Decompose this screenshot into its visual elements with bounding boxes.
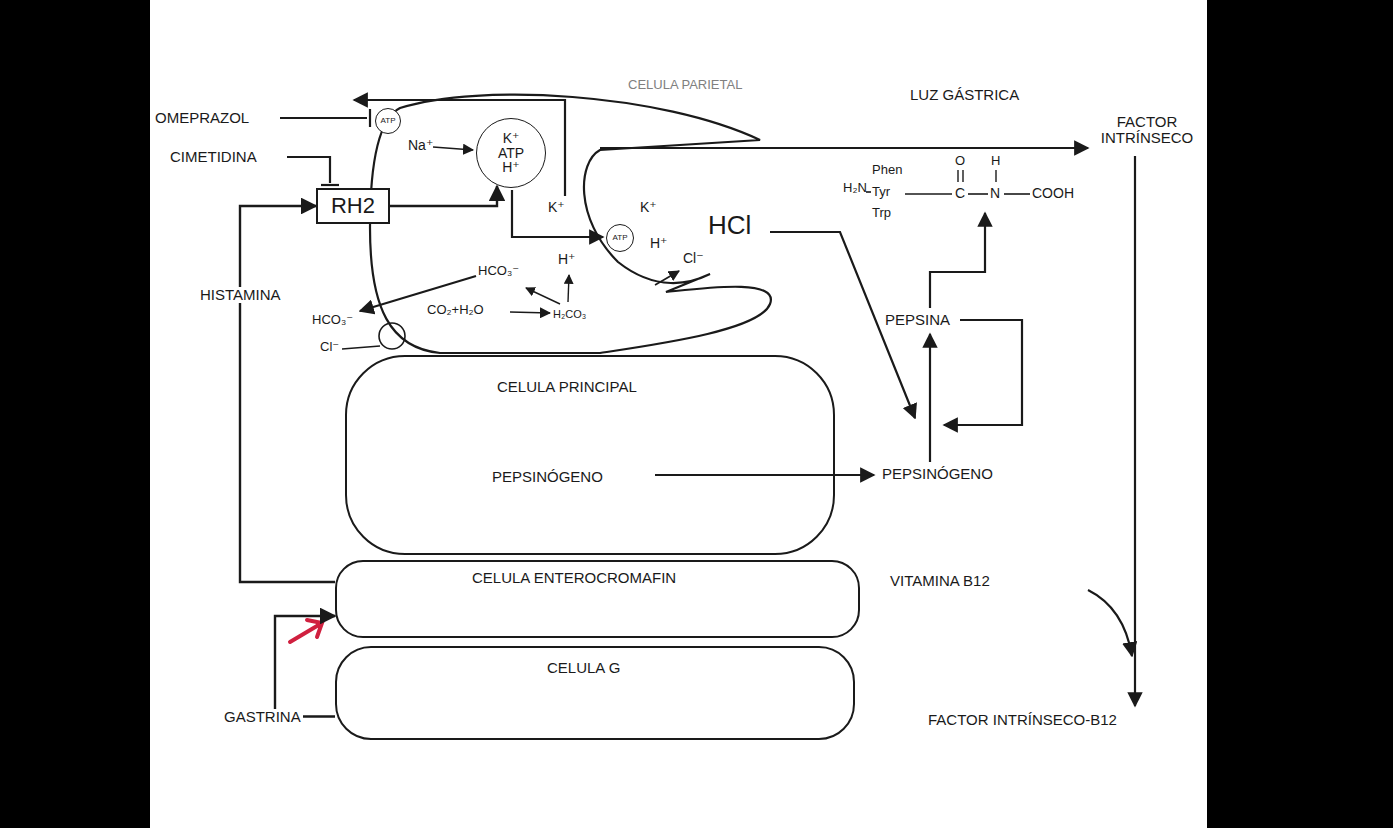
annotation-label: Trp bbox=[872, 206, 891, 220]
node-text: H⁺ bbox=[502, 160, 520, 175]
ion-arrow bbox=[568, 275, 569, 302]
annotation-label: HCO₃⁻ bbox=[478, 264, 519, 278]
red-mark bbox=[290, 620, 322, 642]
annotation-label: C bbox=[955, 186, 965, 201]
flow-arrow bbox=[512, 190, 603, 237]
annotation-label: LUZ GÁSTRICA bbox=[910, 87, 1019, 103]
connector bbox=[275, 616, 335, 717]
flow-arrow bbox=[1134, 156, 1136, 706]
annotation-label: CIMETIDINA bbox=[170, 149, 257, 165]
enterochromaffin-cell: CELULA ENTEROCROMAFIN bbox=[335, 560, 860, 638]
annotation-label: Tyr bbox=[872, 185, 890, 199]
annotation-label: Cl⁻ bbox=[683, 251, 704, 266]
annotation-label: COOH bbox=[1032, 186, 1074, 201]
annotation-label: PEPSINÓGENO bbox=[882, 466, 993, 482]
bond-line bbox=[957, 170, 958, 182]
flow-arrow bbox=[655, 474, 874, 476]
annotation-label: Phen bbox=[872, 163, 902, 177]
edge-label: HISTAMINA bbox=[198, 287, 283, 303]
pump-circle: ATP bbox=[375, 108, 401, 134]
annotation-label: FACTOR INTRÍNSECO-B12 bbox=[928, 712, 1117, 728]
annotation-label: VITAMINA B12 bbox=[890, 573, 990, 589]
side-bar bbox=[1207, 0, 1393, 828]
inhibit-bar bbox=[321, 184, 339, 186]
bond-line bbox=[968, 193, 988, 195]
annotation-label: K⁺ bbox=[640, 200, 657, 215]
annotation-label: Na⁺ bbox=[408, 138, 433, 153]
node-text: CELULA PRINCIPAL bbox=[497, 379, 637, 395]
inhibit-line bbox=[280, 117, 367, 119]
node-text: PEPSINÓGENO bbox=[492, 469, 603, 485]
pump-circle: ATP bbox=[606, 224, 634, 252]
ion-arrow bbox=[433, 147, 473, 150]
feedback-arrow bbox=[944, 320, 1022, 425]
annotation-label: H bbox=[991, 154, 1000, 168]
inhibit-bar bbox=[369, 109, 371, 127]
annotation-label: H⁺ bbox=[650, 236, 668, 251]
node-text: ATP bbox=[613, 234, 628, 242]
flow-arrow bbox=[354, 100, 565, 196]
annotation-label: N bbox=[990, 186, 1000, 201]
bond-line bbox=[995, 170, 996, 182]
node-text: CELULA G bbox=[547, 660, 620, 676]
chief-cell: CELULA PRINCIPAL PEPSINÓGENO bbox=[345, 355, 835, 555]
connector bbox=[390, 186, 497, 206]
cell-membrane bbox=[370, 95, 771, 353]
node-text: RH2 bbox=[331, 194, 375, 217]
pump-circle: K⁺ATPH⁺ bbox=[476, 118, 546, 188]
flow-arrow bbox=[1088, 590, 1132, 656]
annotation-label: H₂N bbox=[843, 181, 867, 195]
node-text: ATP bbox=[498, 146, 524, 161]
annotation-label: Cl⁻ bbox=[320, 340, 339, 354]
node-text: CELULA PARIETAL bbox=[628, 78, 742, 92]
flow-arrow bbox=[929, 334, 931, 462]
g-cell: CELULA G bbox=[335, 646, 855, 740]
ion-arrow bbox=[510, 312, 550, 313]
ion-arrow bbox=[526, 288, 560, 304]
annotation-label: H⁺ bbox=[558, 252, 576, 267]
node-text: CELULA ENTEROCROMAFIN bbox=[472, 570, 676, 586]
bond-line bbox=[905, 193, 952, 195]
annotation-label: H₂CO₃ bbox=[553, 309, 586, 321]
annotation-label: PEPSINA bbox=[885, 312, 950, 328]
receptor-box: RH2 bbox=[316, 188, 390, 224]
annotation-label: HCO₃⁻ bbox=[312, 313, 353, 327]
node-text: K⁺ bbox=[503, 131, 520, 146]
flow-arrow bbox=[600, 147, 1088, 149]
bond-line bbox=[1004, 193, 1030, 195]
inhibit-line bbox=[287, 157, 330, 183]
annotation-label: K⁺ bbox=[548, 200, 565, 215]
side-bar bbox=[0, 0, 150, 828]
connector bbox=[240, 206, 335, 582]
node-text: ATP bbox=[381, 117, 396, 125]
bond-line bbox=[962, 170, 963, 182]
ion-line bbox=[342, 346, 380, 349]
annotation-label: OMEPRAZOL bbox=[155, 110, 249, 126]
annotation-label: O bbox=[955, 154, 965, 168]
annotation-label: CO₂+H₂O bbox=[427, 303, 484, 317]
edge-label: GASTRINA bbox=[222, 709, 303, 725]
annotation-label: HCl bbox=[708, 212, 751, 239]
flow-arrow bbox=[930, 213, 985, 308]
annotation-label: FACTOR INTRÍNSECO bbox=[1092, 114, 1202, 146]
